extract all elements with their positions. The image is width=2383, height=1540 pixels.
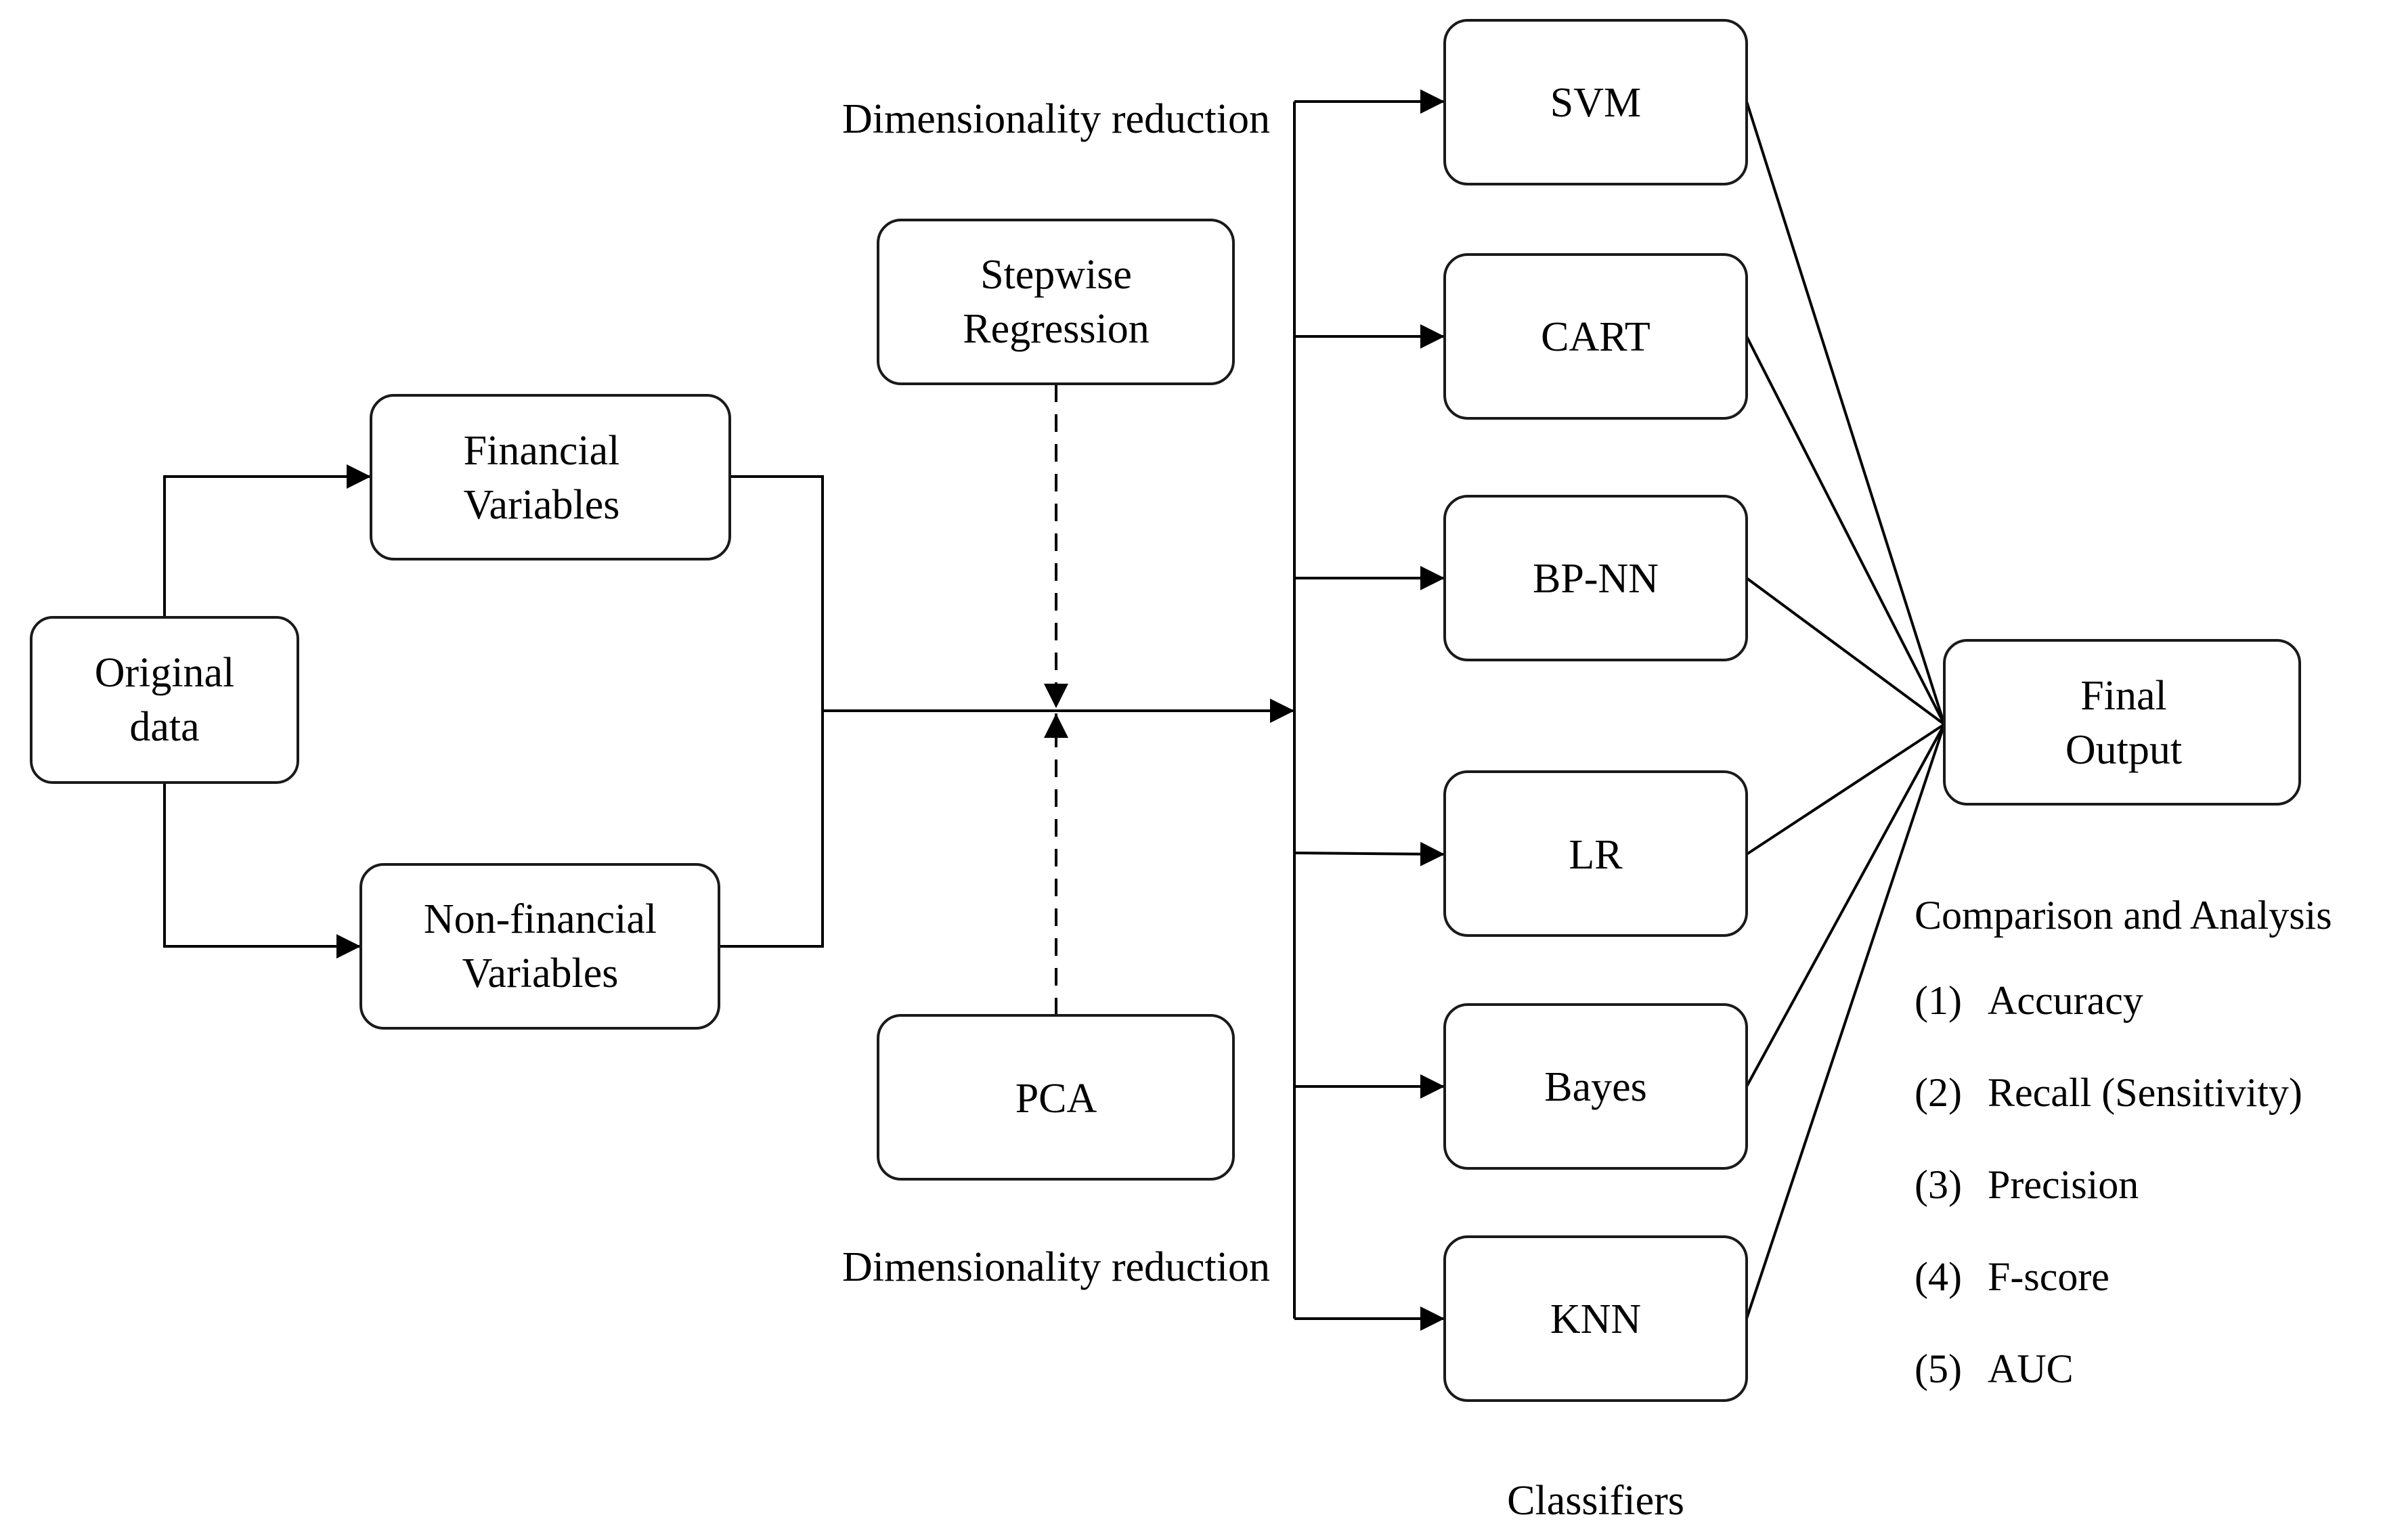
dimensionality-reduction-bottom-label: Dimensionality reduction bbox=[842, 1244, 1270, 1290]
connector-knn-to-final bbox=[1745, 724, 1946, 1319]
connector-financial-merge bbox=[719, 475, 824, 948]
classifier-bpnn-label: BP-NN bbox=[1533, 556, 1659, 602]
node-pca-label: PCA bbox=[1015, 1076, 1097, 1122]
connector-cart-to-final bbox=[1745, 336, 1946, 725]
node-final-line2: Output bbox=[2065, 727, 2182, 773]
comparison-item-4-label: F-score bbox=[1988, 1254, 2109, 1299]
classifier-cart: CART bbox=[1443, 253, 1748, 420]
classifier-knn-label: KNN bbox=[1550, 1296, 1641, 1342]
node-original-line2: data bbox=[129, 704, 199, 750]
node-nonfinancial-line1: Non-financial bbox=[424, 896, 657, 942]
comparison-item-1-label: Accuracy bbox=[1988, 978, 2143, 1023]
node-stepwise-regression: Stepwise Regression bbox=[877, 219, 1235, 385]
connector-lr-to-final bbox=[1745, 723, 1946, 856]
classifier-cart-label: CART bbox=[1541, 314, 1650, 360]
classifier-lr: LR bbox=[1443, 770, 1748, 937]
comparison-item-3-number: (3) bbox=[1915, 1162, 1962, 1207]
classifier-nodes: SVM CART BP-NN LR Bayes KNN bbox=[1443, 19, 1748, 1402]
classifiers-caption: Classifiers bbox=[1507, 1478, 1684, 1524]
classifier-bayes-label: Bayes bbox=[1544, 1064, 1647, 1110]
comparison-item-1-number: (1) bbox=[1915, 978, 1962, 1023]
node-final-line1: Final bbox=[2080, 673, 2166, 719]
node-original-data: Original data bbox=[30, 616, 299, 784]
classifier-bayes: Bayes bbox=[1443, 1003, 1748, 1170]
classifier-bpnn: BP-NN bbox=[1443, 495, 1748, 661]
connector-bpnn-to-final bbox=[1745, 577, 1946, 726]
node-final-output: Final Output bbox=[1943, 639, 2301, 806]
node-financial-variables: Financial Variables bbox=[370, 394, 731, 560]
node-pca: PCA bbox=[877, 1014, 1235, 1181]
classifier-svm-label: SVM bbox=[1550, 80, 1641, 126]
connector-svm-to-final bbox=[1745, 101, 1946, 725]
node-financial-line2: Variables bbox=[464, 482, 620, 528]
comparison-analysis: Comparison and Analysis (1) Accuracy (2)… bbox=[1915, 893, 2332, 1391]
comparison-item-2-label: Recall (Sensitivity) bbox=[1988, 1070, 2302, 1115]
comparison-item-5-label: AUC bbox=[1988, 1346, 2074, 1391]
connectors bbox=[163, 89, 1946, 1331]
connector-original-to-financial bbox=[163, 464, 371, 617]
node-stepwise-line1: Stepwise bbox=[980, 252, 1132, 298]
comparison-title: Comparison and Analysis bbox=[1915, 893, 2332, 938]
comparison-item-4-number: (4) bbox=[1915, 1254, 1962, 1299]
node-nonfinancial-line2: Variables bbox=[462, 950, 619, 996]
dimensionality-reduction-top-label: Dimensionality reduction bbox=[842, 96, 1270, 142]
connector-bayes-to-final bbox=[1745, 724, 1946, 1087]
node-original-line1: Original bbox=[95, 650, 235, 696]
classifier-svm: SVM bbox=[1443, 19, 1748, 185]
comparison-item-5-number: (5) bbox=[1915, 1346, 1962, 1391]
classifier-knn: KNN bbox=[1443, 1235, 1748, 1402]
classifier-lr-label: LR bbox=[1569, 832, 1623, 878]
node-stepwise-line2: Regression bbox=[963, 306, 1150, 352]
connector-to-lr bbox=[1294, 841, 1445, 866]
comparison-item-3-label: Precision bbox=[1988, 1162, 2139, 1207]
node-financial-line1: Financial bbox=[464, 428, 620, 474]
connector-original-to-nonfinancial bbox=[163, 783, 361, 959]
node-nonfinancial-variables: Non-financial Variables bbox=[359, 863, 720, 1030]
comparison-item-2-number: (2) bbox=[1915, 1070, 1962, 1115]
